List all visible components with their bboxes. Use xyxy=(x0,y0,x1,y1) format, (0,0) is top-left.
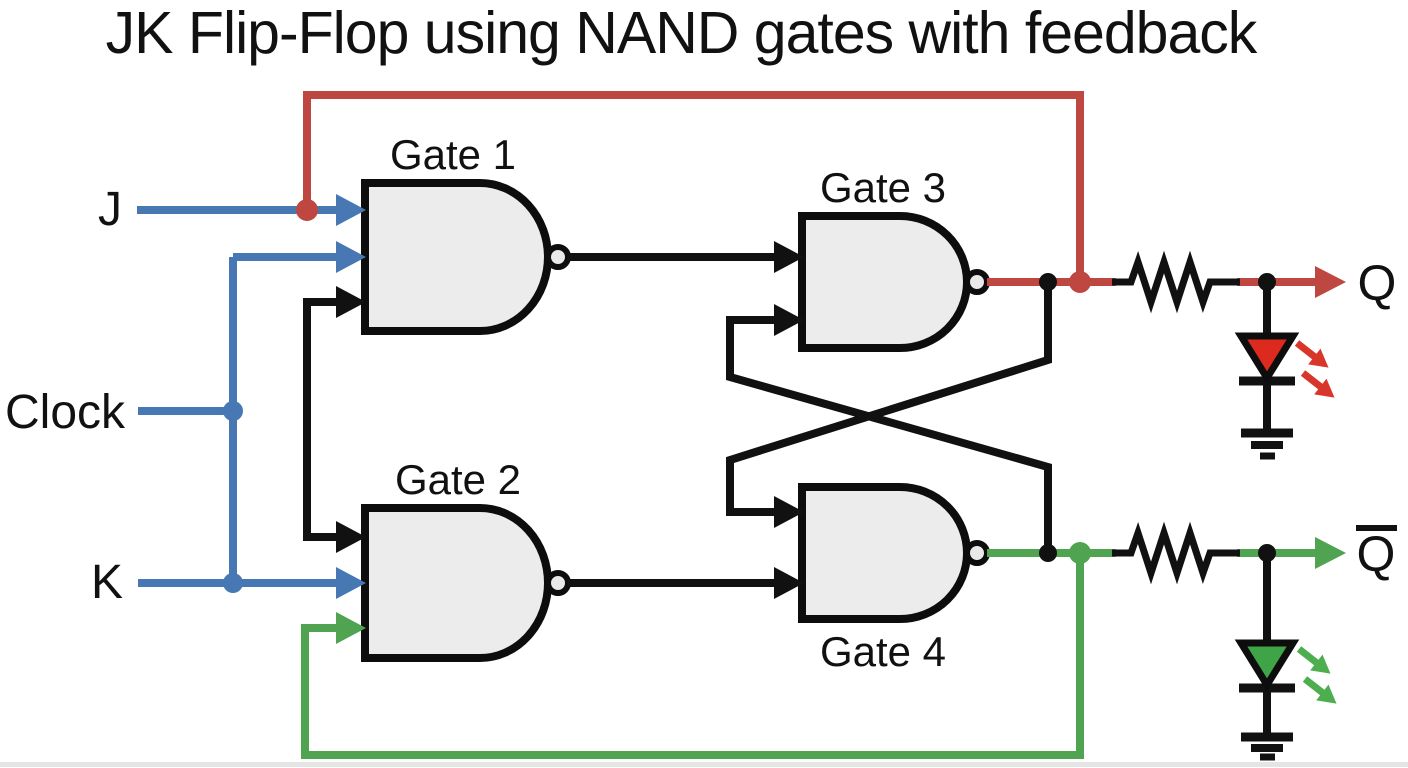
gate1-gate2-link-wire xyxy=(303,298,340,541)
qbar-led-light-arrows xyxy=(1296,646,1337,704)
q-resistor xyxy=(1112,250,1240,314)
j-input-arrow-icon xyxy=(336,194,366,226)
gate4-label: Gate 4 xyxy=(820,628,946,675)
gate2-label: Gate 2 xyxy=(395,456,521,503)
clock-input-label: Clock xyxy=(5,386,126,439)
qbar-output-arrow-icon xyxy=(1315,537,1346,569)
qbar-led-green xyxy=(1234,639,1300,692)
gate2-bubble xyxy=(545,570,571,596)
light-arrow-icon xyxy=(1296,646,1331,674)
q-led-red xyxy=(1234,332,1300,385)
light-arrow-icon xyxy=(1294,340,1329,368)
q-feedback-wire xyxy=(303,91,1084,282)
gate4-to-gate3-cross-wire xyxy=(726,316,1052,553)
gate3-output-junction-dot xyxy=(1039,273,1057,291)
gate3-body xyxy=(798,212,971,352)
junction-dots-blue xyxy=(223,401,243,593)
qbar-output-label: Q xyxy=(1357,526,1396,582)
gate4-input1-arrow-icon xyxy=(774,496,804,528)
gate2-input1-arrow-icon xyxy=(336,521,366,553)
qbar-feedback-arrow-icon xyxy=(336,612,366,644)
j-input-label: J xyxy=(98,183,122,236)
gate3-bubble xyxy=(964,269,990,295)
k-input-label: K xyxy=(91,556,123,609)
light-arrow-icon xyxy=(1302,676,1337,704)
j-feedback-junction-dot xyxy=(296,199,318,221)
gate3-label: Gate 3 xyxy=(820,164,946,211)
junction-dots-black xyxy=(1039,273,1276,562)
bottom-edge-artifact xyxy=(0,762,1408,767)
gate3-to-gate4-cross-wire xyxy=(726,282,1052,516)
gate1-bubble xyxy=(545,244,571,270)
gate3-input1-arrow-icon xyxy=(774,241,804,273)
gate4-bubble xyxy=(964,540,990,566)
qbar-feedback-wire xyxy=(301,553,1084,759)
q-led-junction-dot xyxy=(1258,273,1276,291)
q-output-arrow-icon xyxy=(1315,266,1346,298)
gate4-body xyxy=(798,483,971,623)
q-led-light-arrows xyxy=(1294,340,1335,398)
qbar-led-junction-dot xyxy=(1258,544,1276,562)
gate3-input2-arrow-icon xyxy=(774,304,804,336)
gate2-body xyxy=(361,504,552,662)
diagram-title: JK Flip-Flop using NAND gates with feedb… xyxy=(106,0,1258,66)
qbar-resistor xyxy=(1112,521,1240,585)
gate4-input2-arrow-icon xyxy=(774,567,804,599)
k-input-arrow-icon xyxy=(336,567,366,599)
clock-branch-arrow-icon xyxy=(336,241,366,273)
q-output-label: Q xyxy=(1358,255,1397,311)
gate1-input3-arrow-icon xyxy=(336,286,366,318)
k-junction-dot xyxy=(223,573,243,593)
qbar-feedback-junction-dot xyxy=(1069,542,1091,564)
gate4-output-junction-dot xyxy=(1039,544,1057,562)
light-arrow-icon xyxy=(1300,370,1335,398)
gate1-label: Gate 1 xyxy=(390,131,516,178)
q-feedback-junction-dot xyxy=(1069,271,1091,293)
gate1-body xyxy=(361,179,552,335)
clock-junction-dot xyxy=(223,401,243,421)
